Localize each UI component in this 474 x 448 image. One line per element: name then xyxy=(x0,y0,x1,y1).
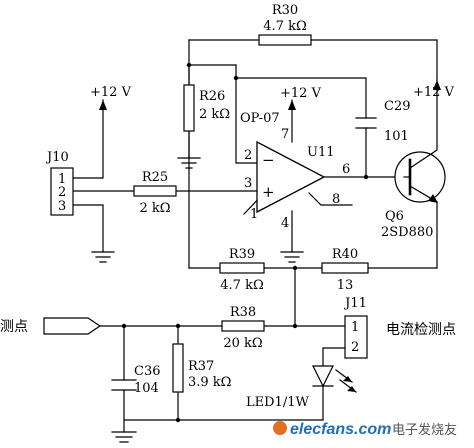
junction-dot xyxy=(363,174,369,180)
opamp-pin-1: 1 xyxy=(250,207,258,222)
ground-symbols xyxy=(91,157,304,443)
r40-body xyxy=(321,262,369,274)
opamp-minus-sign: − xyxy=(262,151,275,169)
junction-dot xyxy=(233,75,239,81)
supply-opamp: +12 V xyxy=(280,86,322,101)
j11-connector xyxy=(344,315,368,359)
j10-connector xyxy=(50,167,74,216)
transistor-symbol xyxy=(394,79,446,203)
led-symbol xyxy=(312,365,357,393)
wires xyxy=(72,39,438,433)
r39-ref: R39 xyxy=(229,247,255,262)
r37-body xyxy=(172,343,184,393)
c29-ref: C29 xyxy=(384,99,411,114)
watermark-cn-text: 电子发烧友 xyxy=(392,422,457,438)
light-arrow-icon xyxy=(347,386,356,392)
junction-dot xyxy=(292,323,298,329)
junction-dot xyxy=(175,417,181,423)
watermark-logo-icon xyxy=(273,421,287,435)
opamp-pin-8: 8 xyxy=(332,192,340,207)
r39-value: 4.7 kΩ xyxy=(220,278,263,293)
ground-icon xyxy=(280,251,304,263)
ground-icon xyxy=(177,157,201,169)
supply-arrows xyxy=(99,80,441,110)
junction-dot xyxy=(175,323,181,329)
c36-value: 104 xyxy=(134,381,159,396)
supply-transistor: +12 V xyxy=(413,85,455,100)
ground-icon xyxy=(111,431,137,443)
opamp-ref: U11 xyxy=(307,145,335,160)
transistor-part: 2SD880 xyxy=(381,225,433,240)
j11-pin-2: 2 xyxy=(351,340,359,355)
junctions xyxy=(121,62,369,423)
j10-pin-2: 2 xyxy=(58,185,66,200)
r38-ref: R38 xyxy=(230,305,256,320)
r26-body xyxy=(183,84,195,132)
r26-value: 2 kΩ xyxy=(199,107,230,122)
supply-arrow-icon xyxy=(99,100,107,110)
opamp-pin-4: 4 xyxy=(281,216,289,231)
r26-ref: R26 xyxy=(199,89,225,104)
supply-arrow-icon xyxy=(288,100,296,110)
r25-value: 2 kΩ xyxy=(139,201,170,216)
supply-arrow-icon xyxy=(433,80,441,90)
led-label: LED1/1W xyxy=(246,395,309,410)
c36-ref: C36 xyxy=(134,364,161,379)
r39-body xyxy=(219,262,265,274)
j11-ref: J11 xyxy=(343,296,367,311)
opamp-pin-7: 7 xyxy=(281,127,289,142)
transistor-ref: Q6 xyxy=(385,209,404,224)
r25-ref: R25 xyxy=(142,170,168,185)
j11-pin-1: 1 xyxy=(351,320,359,335)
opamp-plus-sign: + xyxy=(262,183,275,201)
j11-label: 电流检测点 xyxy=(386,322,456,338)
opamp-pin-2: 2 xyxy=(244,148,252,163)
r25-body xyxy=(133,185,177,197)
c29-value: 101 xyxy=(384,129,409,144)
emitter-arrow-icon xyxy=(428,194,438,203)
ground-icon xyxy=(91,251,115,263)
junction-dot xyxy=(186,62,192,68)
c29-symbol xyxy=(355,117,377,129)
opamp-pin-3: 3 xyxy=(244,176,252,191)
r30-value: 4.7 kΩ xyxy=(263,19,306,34)
supply-j10: +12 V xyxy=(90,85,132,100)
r30-body xyxy=(258,34,312,46)
watermark: elecfans.com 电子发烧友 xyxy=(273,421,457,438)
r38-body xyxy=(221,320,265,332)
watermark-logo-text: elecfans.com xyxy=(290,421,391,438)
j10-ref: J10 xyxy=(45,150,69,165)
light-arrow-icon xyxy=(343,376,352,382)
r37-ref: R37 xyxy=(188,359,214,374)
resistor-bodies xyxy=(133,34,369,393)
junction-dot xyxy=(121,323,127,329)
probe-terminal-icon xyxy=(43,317,102,335)
r40-value: 13 xyxy=(337,278,354,293)
r37-value: 3.9 kΩ xyxy=(188,375,231,390)
r38-value: 20 kΩ xyxy=(223,336,262,351)
opamp-pin-6: 6 xyxy=(342,162,350,177)
probe-label: 测点 xyxy=(0,319,28,335)
j10-pin-3: 3 xyxy=(58,199,66,214)
junction-dot xyxy=(292,265,298,271)
r30-ref: R30 xyxy=(272,3,298,18)
j10-pin-1: 1 xyxy=(58,172,66,187)
r40-ref: R40 xyxy=(332,247,358,262)
opamp-part: OP-07 xyxy=(240,111,280,126)
c36-symbol xyxy=(111,379,137,391)
opamp-symbol xyxy=(256,140,326,214)
labels: R30 4.7 kΩ R26 2 kΩ OP-07 +12 V 7 U11 2 … xyxy=(0,3,456,410)
